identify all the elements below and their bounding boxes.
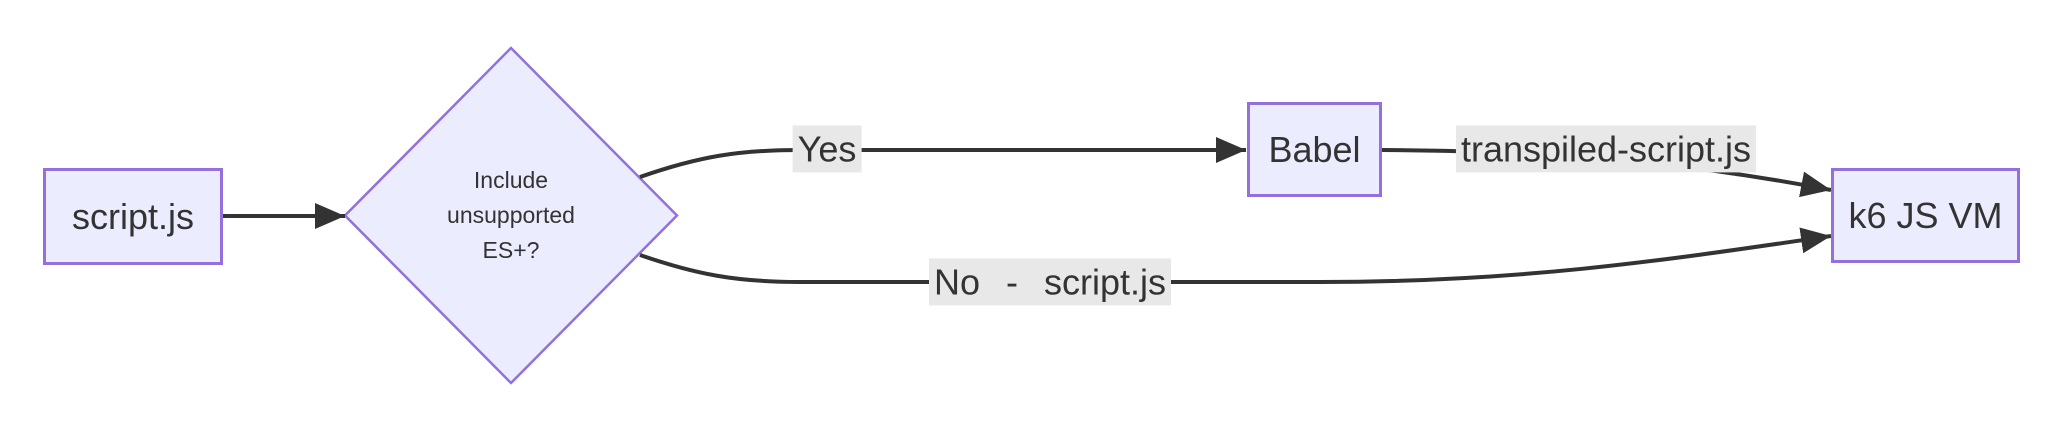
edge-label-no-script-js: No - script.js (928, 258, 1172, 306)
edge-no-to-k6 (639, 227, 1832, 284)
node-k6-js-vm: k6 JS VM (1831, 168, 2020, 263)
node-script-js: script.js (43, 168, 223, 265)
node-decision-diamond (343, 46, 679, 385)
edge-label-yes: Yes (792, 125, 862, 173)
node-babel: Babel (1247, 102, 1382, 197)
node-k6-js-vm-label: k6 JS VM (1848, 194, 2003, 236)
node-babel-label: Babel (1268, 128, 1361, 170)
edge-label-transpiled-script-js: transpiled-script.js (1455, 125, 1757, 173)
edge-yes-to-babel (639, 137, 1246, 179)
node-script-js-label: script.js (71, 195, 194, 237)
